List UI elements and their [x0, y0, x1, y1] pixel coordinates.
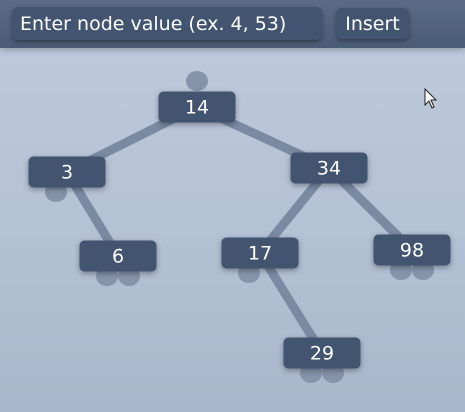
- tree-nodes: 14 3 34 6 17 98 29: [28, 91, 451, 369]
- node-box: [373, 234, 451, 266]
- node-value-label: 34: [317, 158, 341, 180]
- tree-node-29[interactable]: 29: [283, 337, 361, 369]
- tree-node-14[interactable]: 14: [158, 91, 236, 123]
- node-value-label: 17: [248, 243, 272, 265]
- node-box: [28, 156, 106, 188]
- tree-node-17[interactable]: 17: [221, 237, 299, 269]
- insert-button[interactable]: Insert: [336, 8, 409, 39]
- node-box: [79, 240, 157, 272]
- tree-node-6[interactable]: 6: [79, 240, 157, 272]
- tree-node-3[interactable]: 3: [28, 156, 106, 188]
- node-value-label: 6: [112, 246, 124, 268]
- mouse-pointer-icon: [424, 88, 438, 109]
- node-value-input[interactable]: [12, 7, 322, 40]
- node-box: [158, 91, 236, 123]
- node-box: [221, 237, 299, 269]
- node-box: [283, 337, 361, 369]
- tree-node-34[interactable]: 34: [290, 152, 368, 184]
- tree-edge-17-29: [255, 248, 327, 358]
- toolbar: Insert: [0, 0, 465, 48]
- root-parent-stub: [186, 71, 208, 91]
- node-box: [290, 152, 368, 184]
- node-value-label: 98: [400, 240, 424, 262]
- node-value-label: 29: [310, 343, 334, 365]
- tree-node-98[interactable]: 98: [373, 234, 451, 266]
- node-value-label: 3: [61, 162, 73, 184]
- tree-edges: [62, 102, 417, 358]
- node-value-label: 14: [185, 97, 209, 119]
